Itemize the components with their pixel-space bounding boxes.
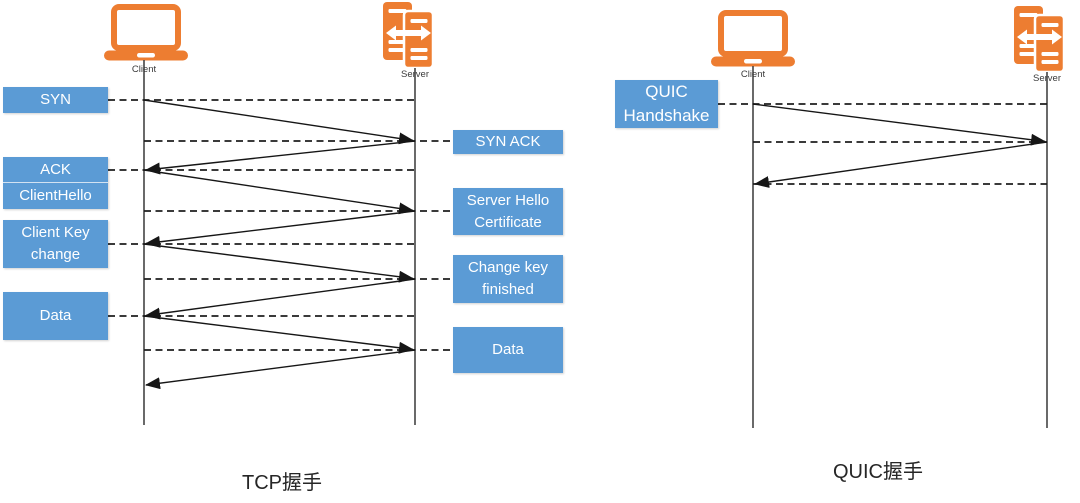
tcp-arrow-clientkey <box>143 243 414 283</box>
tcp-data-server-box: Data <box>453 327 563 373</box>
tcp-server-hello-certificate-box: Server Hello Certificate <box>453 188 563 235</box>
quic-arrow-handshake <box>752 103 1046 146</box>
tcp-syn-box: SYN <box>3 87 108 113</box>
tcp-data-client-box: Data <box>3 292 108 340</box>
tcp-change-key-finished-box: Change key finished <box>453 255 563 303</box>
quic-arrow-response <box>754 141 1048 188</box>
tcp-ack-box: ACK <box>3 157 108 183</box>
quic-server-icon <box>1014 6 1066 74</box>
tcp-arrow-data-down <box>145 349 416 390</box>
tcp-arrow-ack-clienthello <box>143 169 414 215</box>
quic-handshake-box: QUIC Handshake <box>615 80 718 128</box>
tcp-arrow-changekey <box>145 278 416 320</box>
tcp-client-label: Client <box>131 64 157 75</box>
tcp-syn-ack-box: SYN ACK <box>453 130 563 154</box>
quic-client-laptop-icon <box>711 10 795 67</box>
quic-server-label: Server <box>1033 73 1061 84</box>
tcp-client-laptop-icon <box>104 4 188 61</box>
tcp-server-icon <box>383 2 435 70</box>
tcp-server-label: Server <box>401 69 429 80</box>
quic-client-label: Client <box>740 69 766 80</box>
tcp-arrow-syn <box>143 99 414 145</box>
tcp-arrow-synack <box>145 140 416 175</box>
tcp-arrow-data-up <box>143 315 414 354</box>
tcp-caption: TCP握手 <box>242 472 322 494</box>
tcp-arrow-serverhello <box>145 210 416 248</box>
quic-caption: QUIC握手 <box>833 461 923 483</box>
tcp-client-key-change-box: Client Key change <box>3 220 108 268</box>
tcp-clienthello-box: ClientHello <box>3 183 108 209</box>
